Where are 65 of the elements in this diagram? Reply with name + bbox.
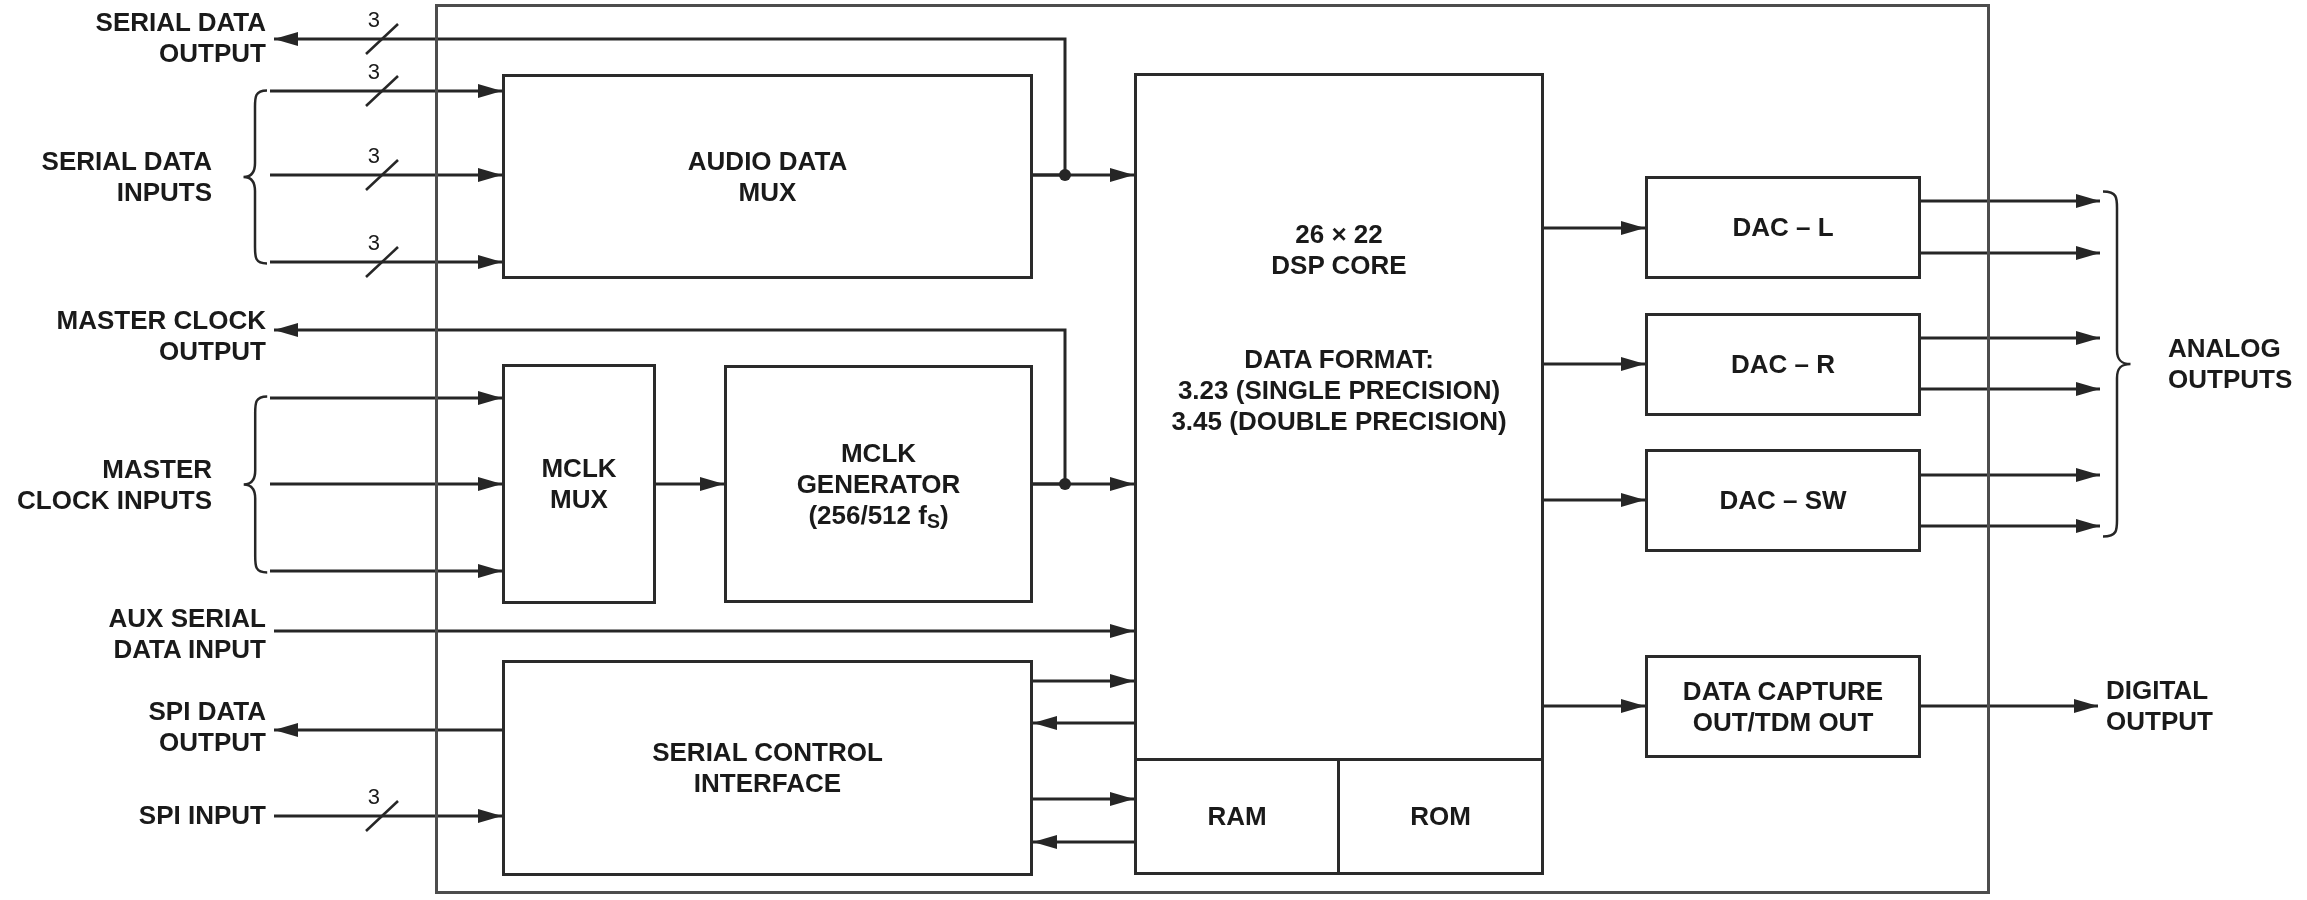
bus-width-label: 3 (367, 232, 380, 254)
arrow (270, 477, 502, 491)
arrow (1921, 699, 2098, 713)
function-block (502, 660, 1033, 876)
arrow (1921, 382, 2100, 396)
arrow (1544, 699, 1645, 713)
dsp-core-block (1134, 73, 1544, 875)
bus-width-label: 3 (367, 145, 380, 167)
arrow (1033, 835, 1134, 849)
block-label: MCLK GENERATOR (256/512 f$_{S}$) (795, 437, 962, 531)
arrow (274, 323, 1067, 486)
function-block (1645, 655, 1921, 758)
function-block (1645, 313, 1921, 416)
block-label: 26 × 22 DSP CORE (1270, 219, 1408, 281)
arrow (274, 723, 502, 737)
bus-width-label: 3 (367, 786, 380, 808)
signal-label: SERIAL DATA OUTPUT (84, 7, 274, 69)
arrow (274, 624, 1134, 638)
arrow (274, 809, 502, 823)
arrow (270, 255, 502, 269)
function-block (1645, 176, 1921, 279)
signal-label: MASTER CLOCK INPUTS (16, 453, 212, 516)
arrow (270, 391, 502, 405)
block-label: 3.45 (DOUBLE PRECISION) (1171, 406, 1507, 437)
signal-label: SERIAL DATA INPUTS (40, 146, 212, 208)
arrow (270, 564, 502, 578)
block-label: ROM (1410, 801, 1471, 832)
block-label: DAC – SW (1719, 485, 1847, 516)
arrow (270, 168, 502, 182)
arrow (656, 477, 724, 491)
arrow (1921, 194, 2100, 208)
arrow (1033, 716, 1134, 730)
block-label: SERIAL CONTROL INTERFACE (651, 737, 884, 799)
arrow (1544, 221, 1645, 235)
block-label: DAC – L (1732, 212, 1834, 243)
signal-label: SPI DATA OUTPUT (138, 696, 274, 758)
arrow (1921, 246, 2100, 260)
signal-label: MASTER CLOCK OUTPUT (47, 305, 274, 367)
signal-label: AUX SERIAL DATA INPUT (99, 603, 274, 665)
arrow (1033, 674, 1134, 688)
signal-label: SPI INPUT (138, 799, 274, 831)
arrow (1544, 357, 1645, 371)
chip-boundary (435, 4, 1990, 894)
bus-width-label: 3 (367, 9, 380, 31)
block-label: DATA FORMAT: (1244, 344, 1434, 375)
function-block (1645, 449, 1921, 552)
bus-width-label: 3 (367, 61, 380, 83)
signal-label: ANALOG OUTPUTS (2168, 333, 2294, 395)
block-label: MCLK MUX (540, 453, 618, 515)
function-block (502, 74, 1033, 279)
arrow (270, 84, 502, 98)
arrow (1033, 792, 1134, 806)
signal-label: DIGITAL OUTPUT (2098, 675, 2221, 737)
arrow (1921, 519, 2100, 533)
arrow (1921, 331, 2100, 345)
block-label: AUDIO DATA MUX (686, 145, 849, 208)
arrow (1921, 468, 2100, 482)
function-block (724, 365, 1033, 603)
block-label: DAC – R (1731, 349, 1835, 380)
arrow (274, 32, 1067, 177)
block-label: RAM (1207, 801, 1267, 832)
function-block (502, 364, 656, 604)
arrow (1544, 493, 1645, 507)
block-label: DATA CAPTURE OUT/TDM OUT (1681, 675, 1885, 738)
block-label: 3.23 (SINGLE PRECISION) (1177, 375, 1501, 406)
